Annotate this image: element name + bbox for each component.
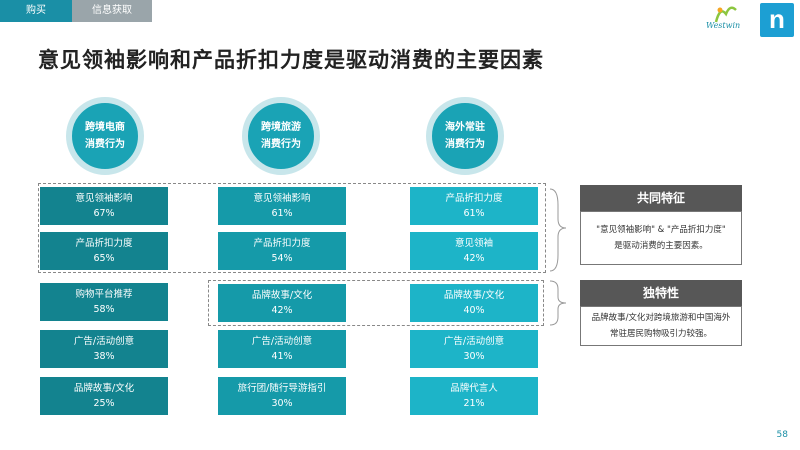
page-number: 58 — [776, 430, 788, 440]
circle-cross-border-travel: 跨境旅游 消费行为 — [242, 97, 320, 175]
bar-label: 产品折扣力度 — [445, 193, 503, 204]
bar-label: 广告/活动创意 — [251, 336, 313, 347]
circle-line: 跨境旅游 — [261, 122, 301, 133]
uniqueness-line: 常驻居民购物吸引力较强。 — [609, 329, 712, 339]
bar-ecom-5: 品牌故事/文化 25% — [40, 377, 168, 415]
bar-label: 意见领袖影响 — [75, 193, 133, 204]
bar-travel-3: 品牌故事/文化 42% — [218, 284, 346, 322]
bar-travel-5: 旅行团/随行导游指引 30% — [218, 377, 346, 415]
bar-label: 产品折扣力度 — [75, 238, 133, 249]
bar-ecom-3: 购物平台推荐 58% — [40, 283, 168, 321]
bar-travel-1: 意见领袖影响 61% — [218, 187, 346, 225]
bar-value: 42% — [463, 253, 485, 264]
page-title: 意见领袖影响和产品折扣力度是驱动消费的主要因素 — [38, 48, 544, 72]
circle-line: 消费行为 — [445, 139, 485, 150]
common-factors-outline — [38, 183, 546, 273]
bar-label: 意见领袖 — [454, 238, 493, 249]
bar-resident-5: 品牌代言人 21% — [410, 377, 538, 415]
bar-value: 21% — [463, 398, 485, 409]
bar-resident-1: 产品折扣力度 61% — [410, 187, 538, 225]
bar-travel-2: 产品折扣力度 54% — [218, 232, 346, 270]
westwin-logo: Westwin — [706, 4, 756, 34]
circle-line: 跨境电商 — [85, 122, 125, 133]
tab-purchase[interactable]: 购买 — [0, 0, 72, 22]
bar-value: 40% — [463, 305, 485, 316]
bar-value: 30% — [463, 351, 485, 362]
bar-ecom-2: 产品折扣力度 65% — [40, 232, 168, 270]
bar-label: 品牌故事/文化 — [443, 290, 505, 301]
circle-line: 消费行为 — [85, 139, 125, 150]
bar-value: 41% — [271, 351, 293, 362]
bar-label: 品牌故事/文化 — [251, 290, 313, 301]
bar-label: 品牌故事/文化 — [73, 383, 135, 394]
bar-ecom-1: 意见领袖影响 67% — [40, 187, 168, 225]
circle-cross-border-ecommerce: 跨境电商 消费行为 — [66, 97, 144, 175]
bar-resident-3: 品牌故事/文化 40% — [410, 284, 538, 322]
common-features-body: "意见领袖影响" & "产品折扣力度" 是驱动消费的主要因素。 — [580, 211, 742, 265]
uniqueness-line: 品牌故事/文化对跨境旅游和中国海外 — [591, 313, 731, 323]
uniqueness-body: 品牌故事/文化对跨境旅游和中国海外 常驻居民购物吸引力较强。 — [580, 306, 742, 346]
tab-info-acquisition[interactable]: 信息获取 — [72, 0, 152, 22]
unique-factors-outline — [208, 280, 544, 326]
bar-value: 54% — [271, 253, 293, 264]
bar-value: 65% — [93, 253, 115, 264]
bar-label: 品牌代言人 — [450, 383, 498, 394]
nielsen-logo: n — [760, 3, 794, 37]
uniqueness-header: 独特性 — [580, 280, 742, 306]
bar-label: 旅行团/随行导游指引 — [237, 383, 327, 394]
bar-value: 38% — [93, 351, 115, 362]
circle-line: 海外常驻 — [445, 122, 485, 133]
circle-line: 消费行为 — [261, 139, 301, 150]
bar-value: 61% — [271, 208, 293, 219]
bracket-connectors — [549, 188, 567, 326]
bar-value: 67% — [93, 208, 115, 219]
circle-overseas-resident: 海外常驻 消费行为 — [426, 97, 504, 175]
bar-resident-4: 广告/活动创意 30% — [410, 330, 538, 368]
bar-travel-4: 广告/活动创意 41% — [218, 330, 346, 368]
bar-label: 广告/活动创意 — [443, 336, 505, 347]
bar-value: 30% — [271, 398, 293, 409]
common-features-line: "意见领袖影响" & "产品折扣力度" — [596, 225, 726, 235]
top-tabs: 购买 信息获取 — [0, 0, 152, 22]
bar-value: 61% — [463, 208, 485, 219]
bar-value: 25% — [93, 398, 115, 409]
bar-label: 产品折扣力度 — [253, 238, 311, 249]
westwin-logo-text: Westwin — [706, 21, 741, 30]
bar-label: 购物平台推荐 — [75, 289, 133, 300]
westwin-logo-mark — [714, 6, 737, 23]
bar-ecom-4: 广告/活动创意 38% — [40, 330, 168, 368]
bar-label: 广告/活动创意 — [73, 336, 135, 347]
common-features-header: 共同特征 — [580, 185, 742, 211]
bar-resident-2: 意见领袖 42% — [410, 232, 538, 270]
common-features-line: 是驱动消费的主要因素。 — [614, 241, 708, 251]
bar-label: 意见领袖影响 — [253, 193, 311, 204]
bar-value: 58% — [93, 304, 115, 315]
bar-value: 42% — [271, 305, 293, 316]
